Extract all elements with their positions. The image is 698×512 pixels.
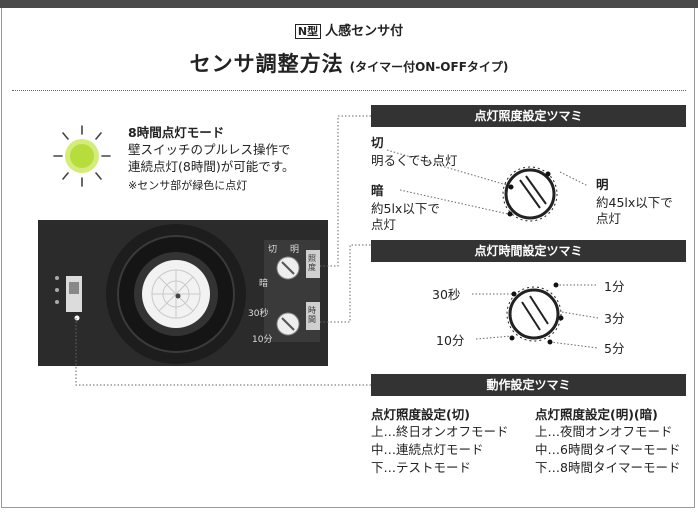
device-tab-time: 時間 xyxy=(308,306,316,324)
action-left-title: 点灯照度設定(切) xyxy=(371,407,470,422)
device-dark-label: 暗 xyxy=(259,279,269,289)
dark-desc-1: 約5lx以下で xyxy=(371,201,440,216)
time-5m-label: 5分 xyxy=(604,341,625,356)
page-frame xyxy=(1,8,695,508)
mode-line-2: 連続点灯(8時間)が可能です。 xyxy=(128,159,295,174)
time-30s-label: 30秒 xyxy=(432,287,461,302)
time-dial-icon xyxy=(506,282,564,345)
action-left-item-1: 上…終日オンオフモード xyxy=(371,424,509,439)
title-line: センサ調整方法 (タイマー付ON-OFFタイプ) xyxy=(0,48,698,78)
page-subtitle: (タイマー付ON-OFFタイプ) xyxy=(349,60,509,74)
action-right-item-2: 中…6時間タイマーモード xyxy=(535,442,681,457)
device-tab-brightness: 照度 xyxy=(308,254,316,272)
action-left-item-2: 中…連続点灯モード xyxy=(371,442,484,457)
time-1m-label: 1分 xyxy=(604,279,625,294)
time-3m-label: 3分 xyxy=(604,311,625,326)
device-30s-label: 30秒 xyxy=(248,309,269,319)
time-knob-header: 点灯時間設定ツマミ xyxy=(371,240,686,262)
dark-desc-2: 点灯 xyxy=(371,217,397,232)
device-bright-label: 明 xyxy=(290,245,300,255)
device-graphic xyxy=(55,224,320,364)
sensor-light-icon xyxy=(53,125,111,187)
mode-line-1: 壁スイッチのプルレス操作で xyxy=(128,142,291,157)
type-badge: N型 xyxy=(294,24,322,39)
brightness-knob-header: 点灯照度設定ツマミ xyxy=(371,105,686,127)
type-line: N型人感センサ付 xyxy=(0,20,698,39)
action-right-item-3: 下…8時間タイマーモード xyxy=(535,460,681,475)
cut-label: 切 xyxy=(371,135,384,150)
cut-desc: 明るくても点灯 xyxy=(371,153,458,168)
device-cut-label: 切 xyxy=(268,245,278,255)
page-title: センサ調整方法 xyxy=(189,52,344,76)
mode-heading: 8時間点灯モード xyxy=(128,125,225,140)
device-10m-label: 10分 xyxy=(252,335,273,345)
time-10m-label: 10分 xyxy=(436,333,465,348)
bright-desc-1: 約45lx以下で xyxy=(596,195,673,210)
type-text: 人感センサ付 xyxy=(325,24,404,39)
top-bar xyxy=(0,0,698,8)
bright-desc-2: 点灯 xyxy=(596,211,622,226)
mode-note: ※センサ部が緑色に点灯 xyxy=(128,179,248,192)
action-switch-header: 動作設定ツマミ xyxy=(371,374,686,396)
action-right-title: 点灯照度設定(明)(暗) xyxy=(535,407,658,422)
dark-label: 暗 xyxy=(371,183,384,198)
action-left-item-3: 下…テストモード xyxy=(371,460,472,475)
divider xyxy=(12,90,686,91)
brightness-dial-icon xyxy=(502,166,558,222)
sensor-device: 切 明 暗 30秒 10分 照度 時間 xyxy=(38,220,328,366)
action-right-item-1: 上…夜間オンオフモード xyxy=(535,424,673,439)
bright-label: 明 xyxy=(596,177,609,192)
